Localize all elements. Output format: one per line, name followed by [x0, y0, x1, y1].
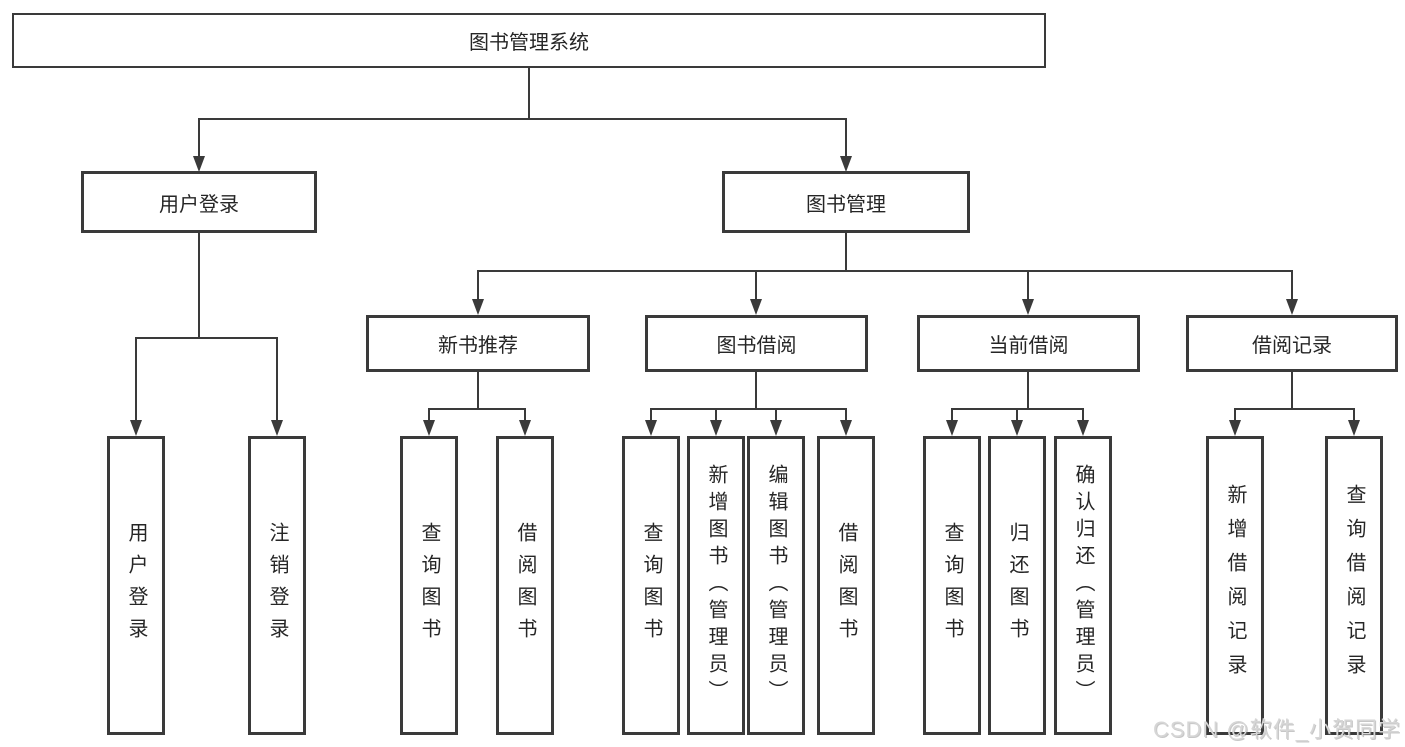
connector-line [1291, 270, 1293, 302]
leaf-query-borrow-record: 查询借阅记录 [1325, 436, 1383, 735]
connector-line [755, 372, 757, 408]
node-label: 借阅图书 [835, 521, 857, 650]
node-label: 确认归还（管理员） [1072, 464, 1094, 707]
arrow-head [271, 420, 283, 436]
node-label: 归还图书 [1006, 521, 1028, 650]
node-label: 当前借阅 [988, 335, 1069, 357]
connector-line [845, 233, 847, 270]
arrow-head [1011, 420, 1023, 436]
node-label: 编辑图书（管理员） [765, 464, 787, 707]
leaf-return-book: 归还图书 [988, 436, 1046, 735]
node-library-management-system: 图书管理系统 [12, 13, 1046, 68]
connector-line [524, 408, 526, 422]
leaf-logout: 注销登录 [248, 436, 306, 735]
connector-line [775, 408, 777, 422]
connector-line [755, 270, 757, 302]
connector-line [845, 408, 847, 422]
arrow-head [770, 420, 782, 436]
connector-line [135, 337, 278, 339]
node-new-book-recommend: 新书推荐 [366, 315, 590, 372]
leaf-add-book-admin: 新增图书（管理员） [687, 436, 745, 735]
connector-line [1016, 408, 1018, 422]
arrow-head [423, 420, 435, 436]
node-label: 查询图书 [640, 521, 662, 650]
arrow-head [840, 156, 852, 172]
connector-line [477, 270, 1293, 272]
node-book-borrowing: 图书借阅 [645, 315, 868, 372]
connector-line [528, 68, 530, 118]
connector-line [1234, 408, 1355, 410]
connector-line [1353, 408, 1355, 422]
connector-line [428, 408, 526, 410]
node-label: 新增借阅记录 [1224, 483, 1246, 688]
arrow-head [1229, 420, 1241, 436]
leaf-user-login: 用户登录 [107, 436, 165, 735]
leaf-confirm-return-admin: 确认归还（管理员） [1054, 436, 1112, 735]
arrow-head [130, 420, 142, 436]
node-label: 查询图书 [941, 521, 963, 650]
arrow-head [1286, 299, 1298, 315]
node-label: 借阅记录 [1252, 335, 1332, 357]
node-book-management: 图书管理 [722, 171, 970, 233]
connector-line [1027, 270, 1029, 302]
arrow-head [750, 299, 762, 315]
connector-line [845, 118, 847, 160]
arrow-head [1077, 420, 1089, 436]
node-label: 新书推荐 [438, 335, 518, 357]
node-label: 新增图书（管理员） [705, 464, 727, 707]
node-borrowing-records: 借阅记录 [1186, 315, 1398, 372]
arrow-head [193, 156, 205, 172]
leaf-borrow-books-recommend: 借阅图书 [496, 436, 554, 735]
arrow-head [472, 299, 484, 315]
connector-line [198, 233, 200, 337]
node-label: 借阅图书 [514, 521, 536, 650]
leaf-edit-book-admin: 编辑图书（管理员） [747, 436, 805, 735]
node-label: 用户登录 [125, 521, 147, 650]
connector-line [1027, 372, 1029, 408]
node-user-login: 用户登录 [81, 171, 317, 233]
arrow-head [645, 420, 657, 436]
connector-line [650, 408, 652, 422]
connector-line [428, 408, 430, 422]
leaf-borrow-books: 借阅图书 [817, 436, 875, 735]
node-label: 注销登录 [266, 521, 288, 650]
arrow-head [1348, 420, 1360, 436]
connector-line [198, 118, 200, 160]
leaf-query-books-borrowing: 查询图书 [622, 436, 680, 735]
connector-line [477, 270, 479, 302]
node-current-borrowing: 当前借阅 [917, 315, 1140, 372]
connector-line [715, 408, 717, 422]
connector-line [1234, 408, 1236, 422]
arrow-head [519, 420, 531, 436]
node-label: 图书管理系统 [469, 32, 589, 54]
connector-line [477, 372, 479, 408]
connector-line [650, 408, 847, 410]
arrow-head [840, 420, 852, 436]
leaf-query-books-current: 查询图书 [923, 436, 981, 735]
connector-line [135, 337, 137, 424]
arrow-head [946, 420, 958, 436]
node-label: 图书借阅 [716, 335, 797, 357]
connector-line [1082, 408, 1084, 422]
node-label: 图书管理 [806, 193, 886, 216]
node-label: 用户登录 [159, 193, 239, 216]
leaf-query-books-recommend: 查询图书 [400, 436, 458, 735]
connector-line [198, 118, 847, 120]
node-label: 查询借阅记录 [1343, 483, 1365, 688]
connector-line [951, 408, 953, 422]
node-label: 查询图书 [418, 521, 440, 650]
arrow-head [1022, 299, 1034, 315]
connector-line [276, 337, 278, 424]
connector-line [1291, 372, 1293, 408]
leaf-add-borrow-record: 新增借阅记录 [1206, 436, 1264, 735]
arrow-head [710, 420, 722, 436]
